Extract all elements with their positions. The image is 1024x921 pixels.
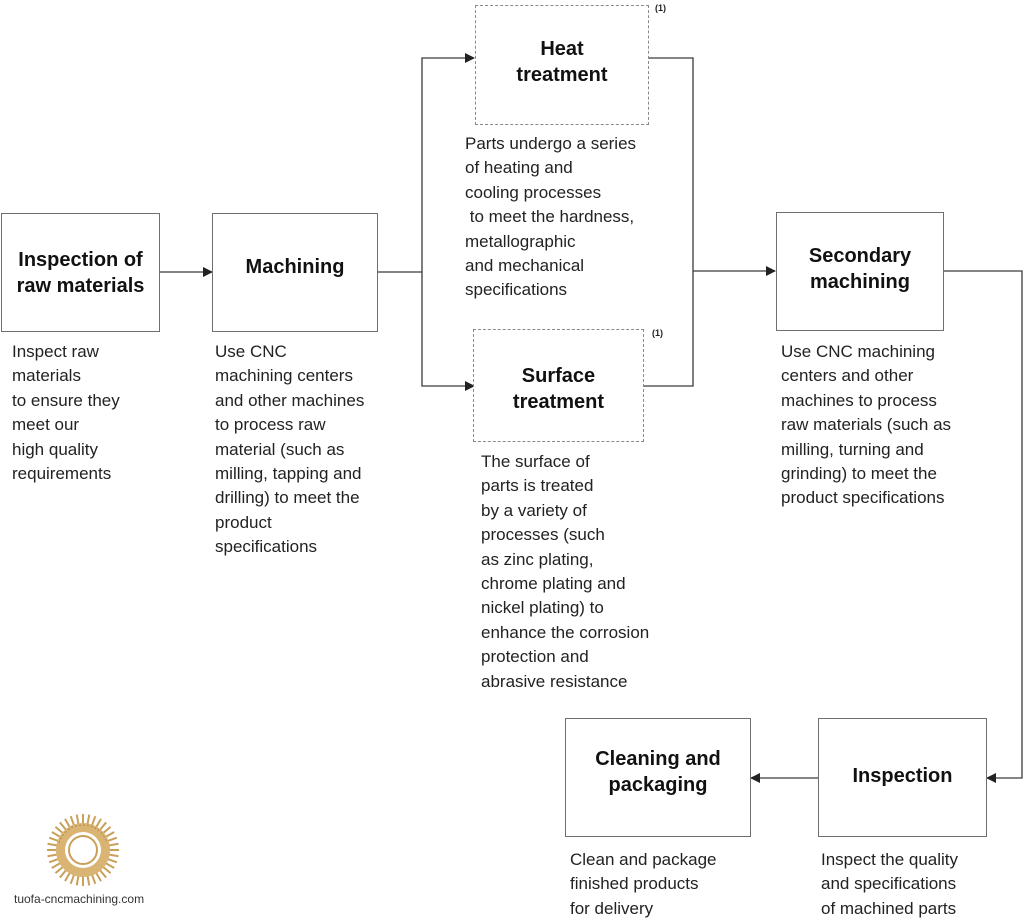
logo-ray [107, 857, 118, 864]
logo-ray [86, 875, 91, 886]
logo-ray [90, 815, 97, 826]
logo-ray [108, 842, 119, 847]
step-box-machining: Machining [212, 213, 378, 332]
logo-ray [59, 869, 68, 879]
step-title: Machining [245, 255, 345, 278]
footnote-marker: (1) [652, 328, 663, 338]
step-description: The surface of parts is treated by a var… [481, 452, 650, 691]
logo-ray [98, 821, 107, 831]
step-description: Parts undergo a series of heating and co… [465, 134, 637, 300]
step-description: Clean and package finished products for … [570, 850, 717, 918]
logo-ray [95, 818, 102, 828]
step-title: Inspection of raw materials [16, 248, 145, 297]
logo-ray [108, 853, 119, 858]
logo-ray [69, 815, 76, 826]
company-logo [47, 814, 119, 886]
step-box-secondary-machining: Secondary machining [776, 212, 944, 331]
logo-ray [102, 865, 112, 874]
step-box-inspection: Inspection [818, 718, 987, 837]
logo-ray [75, 814, 80, 825]
step-title: Cleaning and packaging [595, 747, 721, 796]
logo-ray [102, 826, 112, 835]
step-title: Surface treatment [512, 364, 605, 413]
step-description: Use CNC machining centers and other mach… [781, 342, 952, 508]
step-description: Use CNC machining centers and other mach… [215, 342, 365, 557]
logo-ray [54, 826, 64, 835]
website-footer: tuofa-cncmachining.com [14, 892, 145, 906]
footnote-marker: (1) [655, 3, 666, 13]
arrow-to-heat-treatment [421, 53, 475, 272]
step-description: Inspect the quality and specifications o… [821, 850, 959, 918]
logo-ray [75, 875, 80, 886]
step-title: Inspection [852, 764, 953, 787]
logo-ray [48, 836, 59, 843]
line-heat-treatment-out [644, 57, 694, 387]
logo-ray [107, 836, 118, 843]
step-box-cleaning-packaging: Cleaning and packaging [565, 718, 751, 837]
step-box-surface-treatment: Surface treatment [473, 329, 644, 442]
logo-ray [90, 874, 97, 885]
logo-ray [69, 874, 76, 885]
step-description: Inspect raw materials to ensure they mee… [12, 342, 120, 484]
arrow-to-surface-treatment [421, 272, 475, 391]
step-box-inspection-raw-materials: Inspection of raw materials [1, 213, 160, 332]
logo-ray [51, 862, 61, 869]
logo-ray [59, 821, 68, 831]
logo-ray [64, 818, 71, 828]
step-box-heat-treatment: Heat treatment [475, 5, 649, 125]
step-title: Secondary machining [808, 244, 912, 293]
logo-ray [64, 872, 71, 882]
logo-ray [48, 857, 59, 864]
arrow-secondary-to-inspection [944, 270, 1023, 783]
logo-ray [95, 872, 102, 882]
logo-ray [98, 869, 107, 879]
logo-ray [105, 831, 115, 838]
logo-ray [51, 831, 61, 838]
step-title: Heat treatment [516, 38, 608, 86]
logo-ray [47, 853, 58, 858]
logo-ray [47, 842, 58, 847]
logo-ray [105, 862, 115, 869]
logo-ray [54, 865, 64, 874]
logo-ray [86, 814, 91, 825]
